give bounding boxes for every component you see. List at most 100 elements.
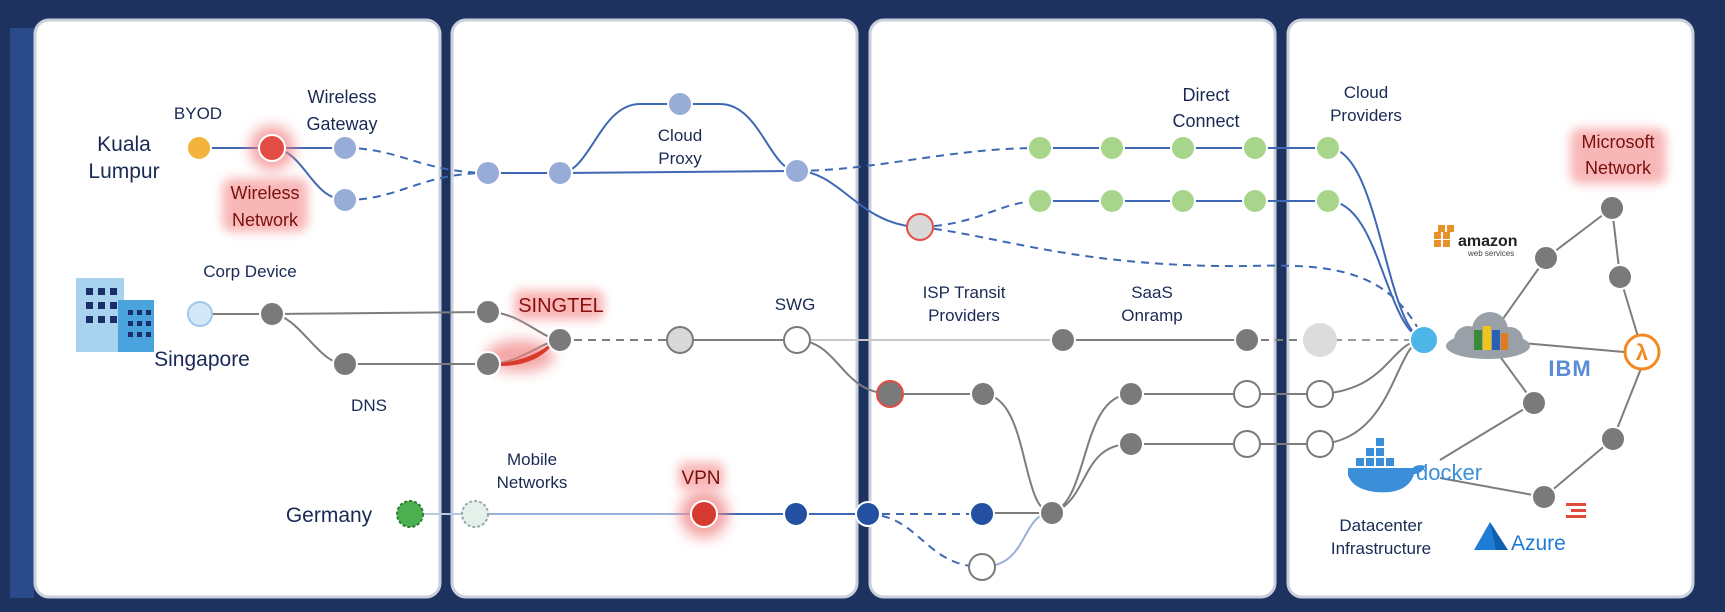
label-cloud-providers-2: Providers: [1330, 106, 1402, 125]
node-transit-top-3[interactable]: [1306, 380, 1334, 408]
node-singtel[interactable]: [547, 327, 573, 353]
link-corp-top: [271, 311, 489, 315]
node-wireless-network[interactable]: [258, 134, 286, 162]
node-sg-bottom[interactable]: [475, 351, 501, 377]
lambda-icon[interactable]: [1623, 333, 1661, 371]
node-transit-bottom-2[interactable]: [1233, 430, 1261, 458]
node-vpn[interactable]: [690, 500, 718, 528]
node-saas-onramp[interactable]: [1234, 327, 1260, 353]
link-aws-node-ms: [1545, 207, 1613, 259]
terraform-red-icon: [1566, 503, 1586, 518]
label-wireless-gateway-1: Wireless: [307, 87, 376, 107]
nodes: [186, 91, 1633, 581]
node-transit-top-2[interactable]: [1233, 380, 1261, 408]
node-de-lower[interactable]: [968, 553, 996, 581]
node-dc1-5[interactable]: [1315, 135, 1341, 161]
node-isp-transit[interactable]: [1050, 327, 1076, 353]
docker-wordmark: docker: [1416, 460, 1482, 485]
label-singapore: Singapore: [154, 348, 250, 371]
node-dc-aws[interactable]: [1533, 245, 1559, 271]
node-transit-router[interactable]: [906, 213, 934, 241]
node-corp-split[interactable]: [259, 301, 285, 327]
link-dashed-gw-top: [344, 147, 489, 174]
node-proxy-exit[interactable]: [784, 158, 810, 184]
node-dc2-3[interactable]: [1170, 188, 1196, 214]
label-isp-transit-1: ISP Transit: [923, 283, 1006, 302]
node-germany[interactable]: [396, 500, 424, 528]
node-sg-top[interactable]: [475, 299, 501, 325]
azure-logo: Azure: [1474, 522, 1566, 555]
label-direct-connect-2: Connect: [1172, 111, 1239, 131]
label-datacenter-1: Datacenter: [1339, 516, 1422, 535]
link-dc2-hub: [1327, 200, 1425, 341]
singtel-logo-swoosh: [500, 334, 560, 366]
label-mobile-networks-1: Mobile: [507, 450, 557, 469]
link-proxy-to-dc: [796, 147, 1041, 172]
building-icon: [76, 278, 154, 352]
node-mm-1[interactable]: [475, 160, 501, 186]
node-corp-device[interactable]: [187, 301, 213, 327]
node-wireless-gateway-2[interactable]: [332, 187, 358, 213]
node-mobile-networks[interactable]: [461, 500, 489, 528]
node-dc-azure[interactable]: [1531, 484, 1557, 510]
node-byod[interactable]: [186, 135, 212, 161]
label-germany: Germany: [286, 504, 373, 527]
node-dc-lower-right[interactable]: [1600, 426, 1626, 452]
label-lumpur: Lumpur: [88, 160, 159, 183]
node-sg-mid[interactable]: [666, 326, 694, 354]
node-dc1-3[interactable]: [1170, 135, 1196, 161]
azure-wordmark: Azure: [1511, 532, 1566, 555]
label-saas-onramp-2: Onramp: [1121, 306, 1182, 325]
amazon-logo: amazon web services: [1434, 225, 1518, 258]
node-transit-merge[interactable]: [1039, 500, 1065, 526]
label-microsoft-network-2: Network: [1585, 158, 1652, 178]
node-cloud-proxy[interactable]: [667, 91, 693, 117]
node-de-1[interactable]: [783, 501, 809, 527]
node-dc-right[interactable]: [1607, 264, 1633, 290]
node-transit-top-1[interactable]: [1118, 381, 1144, 407]
label-wireless-network-2: Network: [232, 210, 299, 230]
label-mobile-networks-2: Networks: [497, 473, 568, 492]
amazon-wordmark: amazon: [1458, 233, 1518, 250]
link-azure-node-docker: [1439, 477, 1545, 498]
label-singtel: SINGTEL: [518, 295, 604, 317]
label-wireless-gateway-2: Gateway: [306, 114, 377, 134]
node-dns[interactable]: [332, 351, 358, 377]
node-dc2-2[interactable]: [1099, 188, 1125, 214]
link-dc1-hub: [1327, 147, 1425, 341]
link-dashed-gw-bottom: [344, 172, 489, 201]
label-cloud-proxy-1: Cloud: [658, 126, 702, 145]
label-isp-transit-2: Providers: [928, 306, 1000, 325]
link-lambda-lower: [1612, 365, 1643, 440]
left-edge-strip: [10, 28, 34, 598]
node-isp-row-1[interactable]: [970, 381, 996, 407]
node-mm-2[interactable]: [547, 160, 573, 186]
link-proxy-to-router: [796, 170, 921, 228]
node-transit-bottom-3[interactable]: [1306, 430, 1334, 458]
node-dc2-5[interactable]: [1315, 188, 1341, 214]
link-router-dc2: [919, 200, 1041, 228]
node-swg[interactable]: [783, 326, 811, 354]
node-transit-bottom-1[interactable]: [1118, 431, 1144, 457]
node-dc1-4[interactable]: [1242, 135, 1268, 161]
node-wireless-gateway-1[interactable]: [332, 135, 358, 161]
label-microsoft-network-1: Microsoft: [1581, 132, 1654, 152]
ibm-logo: IBM: [1548, 356, 1591, 381]
label-cloud-proxy-2: Proxy: [658, 149, 702, 168]
node-saas-exit[interactable]: [1303, 323, 1337, 357]
node-dc-docker[interactable]: [1521, 390, 1547, 416]
node-dc2-4[interactable]: [1242, 188, 1268, 214]
node-de-3[interactable]: [969, 501, 995, 527]
node-dc1-1[interactable]: [1027, 135, 1053, 161]
node-dc1-2[interactable]: [1099, 135, 1125, 161]
label-kuala: Kuala: [97, 133, 151, 156]
node-dc-ms[interactable]: [1599, 195, 1625, 221]
link-germany-dashed-bottom: [867, 513, 983, 568]
node-isp-red[interactable]: [876, 380, 904, 408]
node-cloud-hub[interactable]: [1409, 325, 1439, 355]
label-wireless-network-1: Wireless: [230, 183, 299, 203]
label-saas-onramp-1: SaaS: [1131, 283, 1173, 302]
node-de-2[interactable]: [855, 501, 881, 527]
node-dc2-1[interactable]: [1027, 188, 1053, 214]
